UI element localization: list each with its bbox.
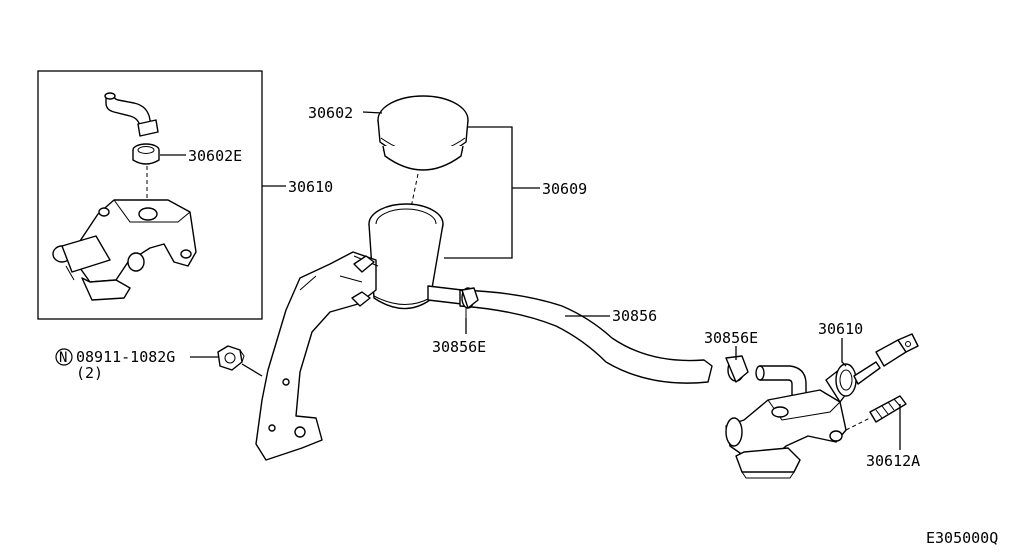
inset-seal-ring — [132, 143, 160, 165]
leader-lines — [160, 111, 901, 450]
hose-clamp-lower — [725, 355, 749, 383]
label-nut-qty: (2) — [76, 364, 103, 382]
master-cylinder — [725, 333, 919, 479]
label-08911-1082G: 08911-1082G — [76, 348, 175, 366]
label-30609: 30609 — [542, 180, 587, 198]
label-30602E: 30602E — [188, 147, 242, 165]
label-30856: 30856 — [612, 307, 657, 325]
reservoir-tank — [368, 203, 463, 310]
label-30612A: 30612A — [866, 452, 920, 470]
label-30602: 30602 — [308, 104, 353, 122]
inset-cylinder-body — [52, 199, 197, 301]
label-30856E-lower: 30856E — [704, 329, 758, 347]
inset-elbow-tube — [104, 92, 159, 137]
reservoir-cap — [377, 95, 469, 171]
label-30856E-upper: 30856E — [432, 338, 486, 356]
pushrod-stud — [845, 395, 907, 431]
label-30610-main: 30610 — [818, 320, 863, 338]
mounting-bracket — [255, 251, 379, 461]
diagram-code: E305000Q — [926, 529, 998, 547]
nut-callout: N 08911-1082G (2) — [55, 348, 175, 382]
hose — [459, 289, 713, 384]
hex-nut — [217, 345, 245, 371]
inset-box — [37, 70, 263, 320]
label-30610-inset: 30610 — [288, 178, 333, 196]
hose-clamp-upper — [461, 287, 479, 318]
nut-symbol-label: N — [59, 350, 67, 366]
